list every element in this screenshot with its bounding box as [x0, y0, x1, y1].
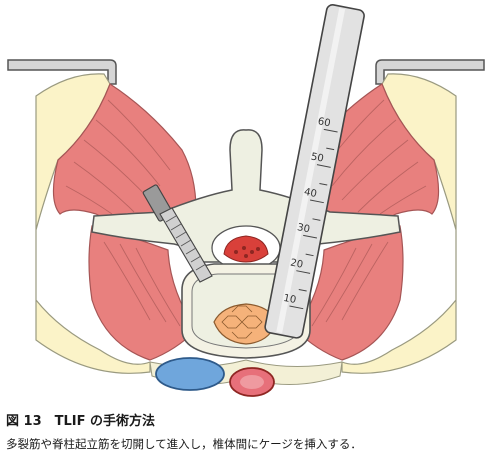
gauge-mark-20: 20	[289, 257, 304, 270]
gauge-mark-50: 50	[310, 151, 325, 164]
insertion-instrument	[142, 184, 213, 283]
figure-caption-text: 多裂筋や脊柱起立筋を切開して進入し，椎体間にケージを挿入する．	[6, 437, 362, 451]
trial-gauge: 60 50 40 30 20 10	[264, 4, 365, 339]
gauge-mark-10: 10	[282, 293, 297, 306]
vena-cava	[155, 357, 225, 391]
right-retractor-blade	[375, 59, 485, 85]
left-retractor-blade	[7, 59, 117, 85]
tlif-illustration: 60 50 40 30 20 10	[7, 4, 485, 397]
gauge-mark-40: 40	[303, 187, 318, 200]
figure-caption-title: 図 13 TLIF の手術方法	[6, 414, 156, 429]
dural-sac	[223, 235, 269, 263]
left-lower-muscle	[88, 225, 197, 361]
gauge-mark-30: 30	[296, 222, 311, 235]
right-lower-muscle	[295, 225, 404, 361]
gauge-mark-60: 60	[317, 116, 332, 129]
